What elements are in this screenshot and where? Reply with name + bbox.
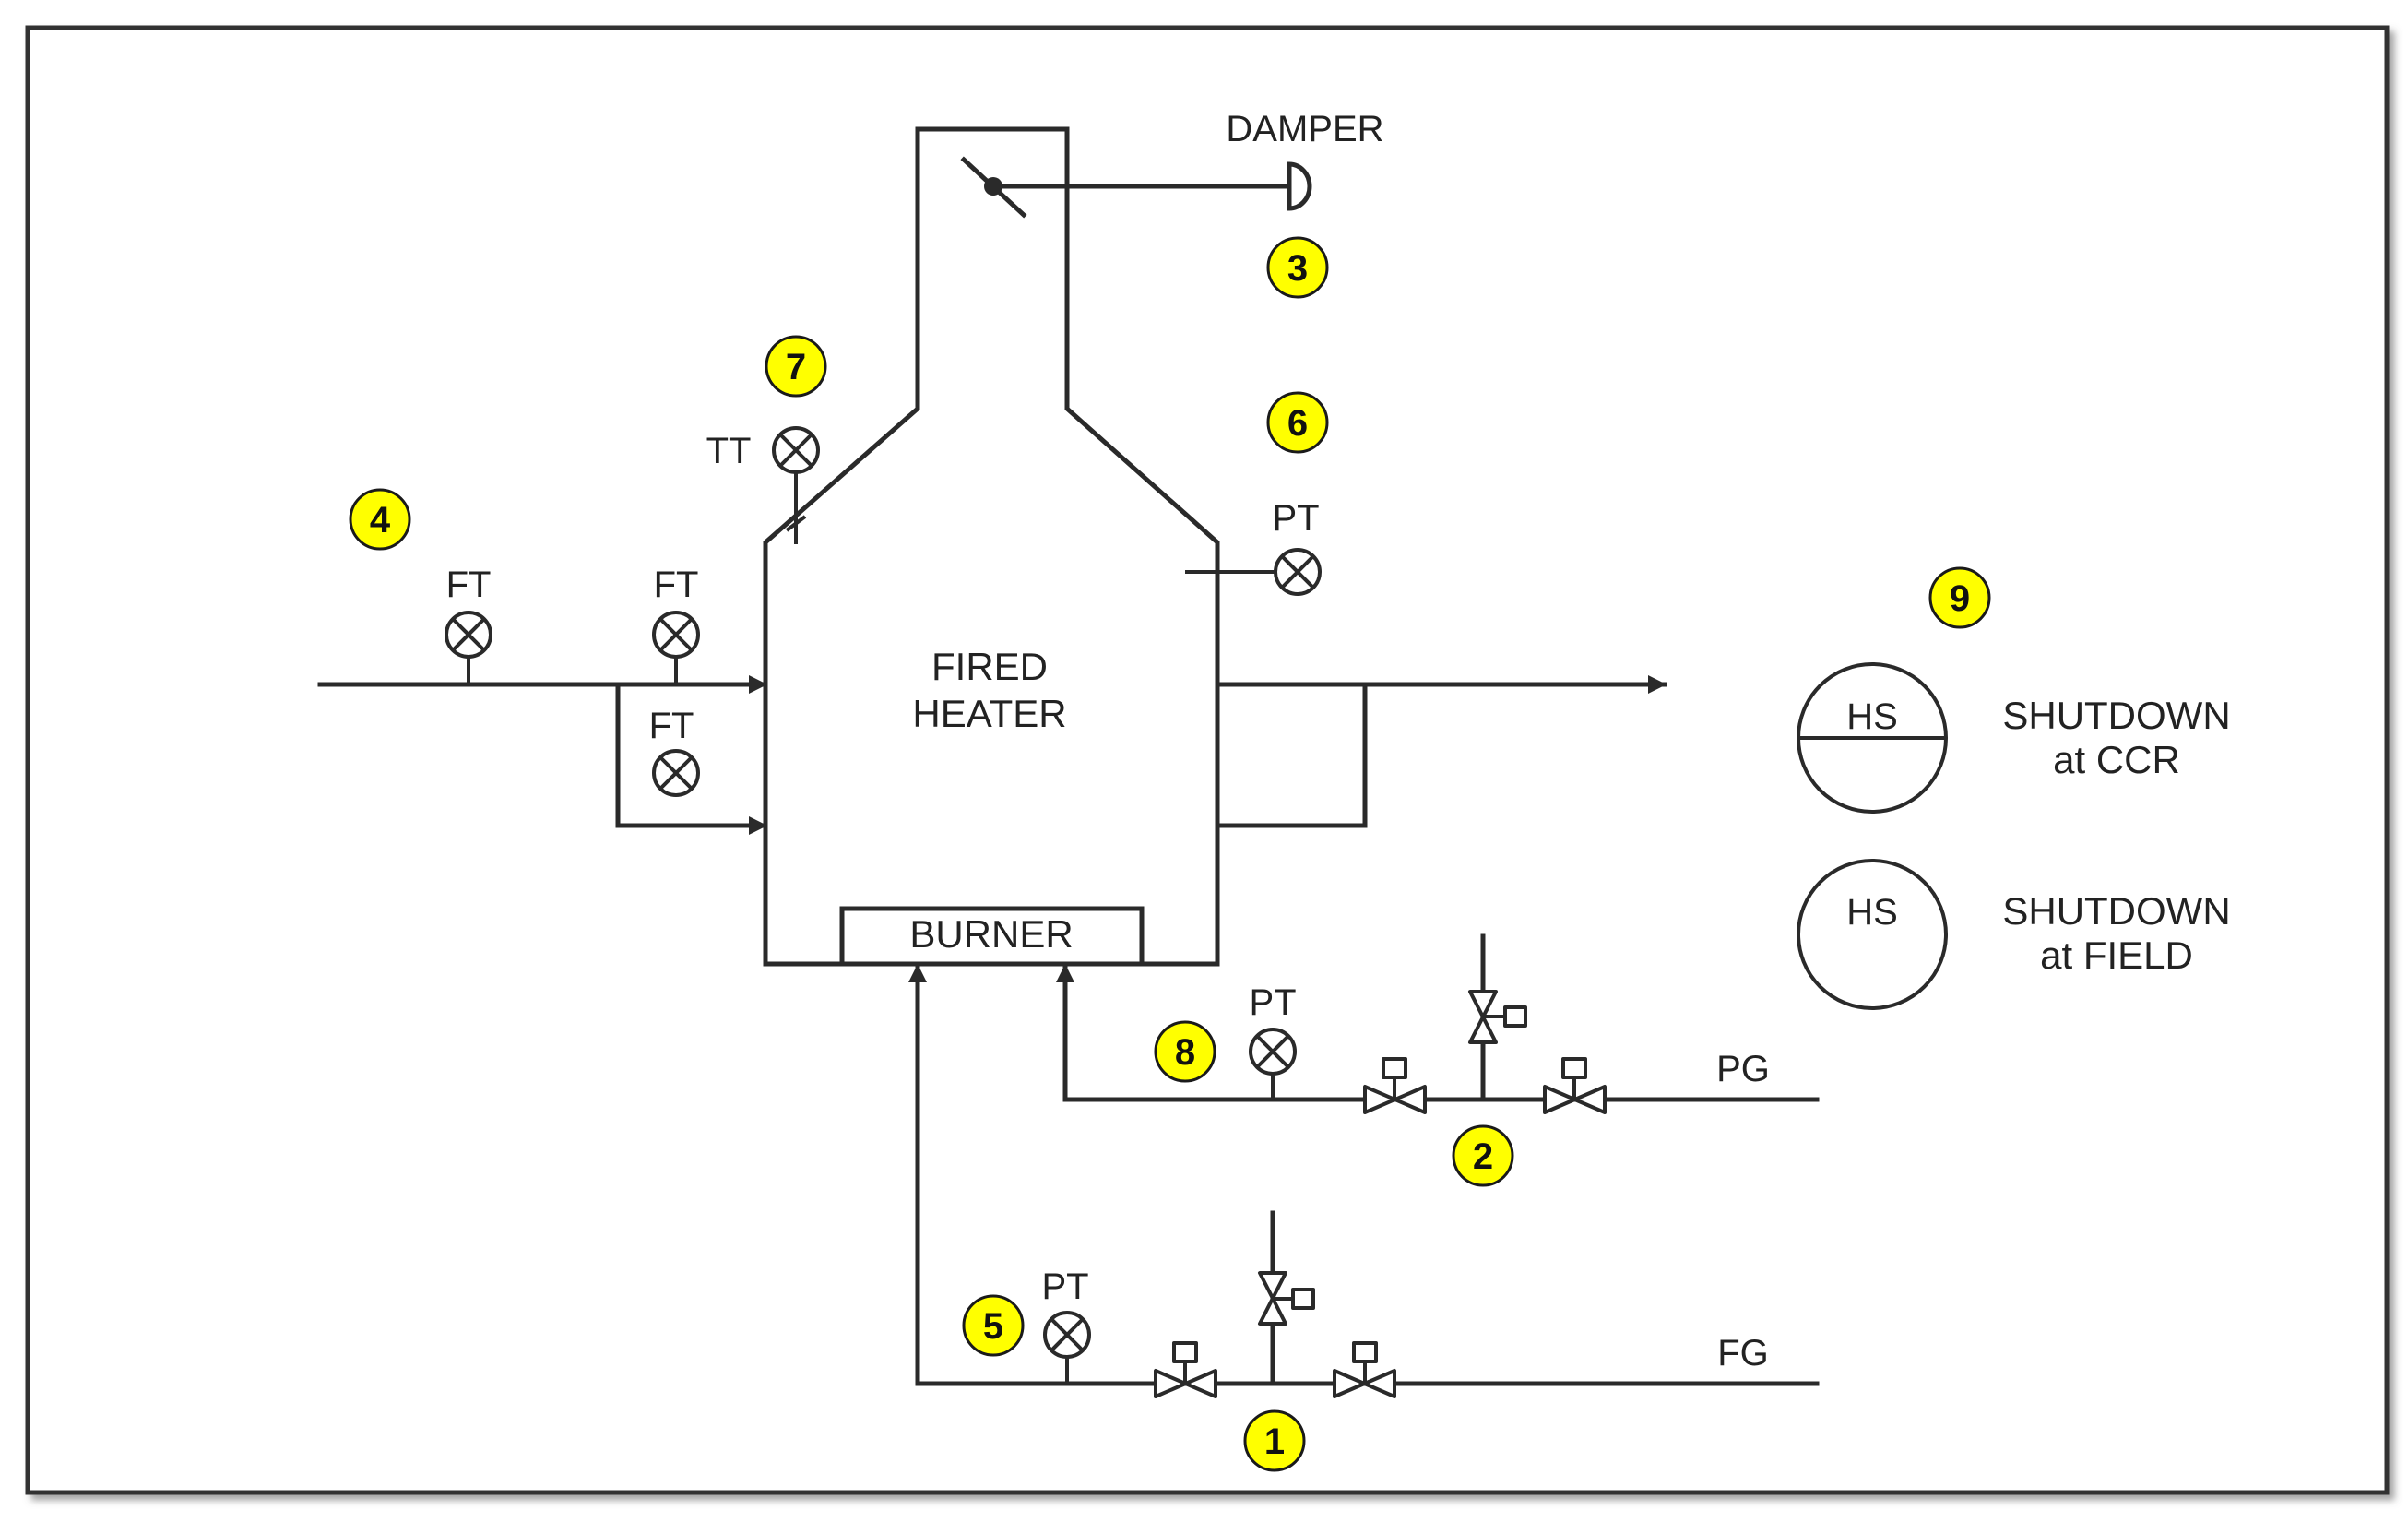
burner-box xyxy=(839,906,1145,967)
hs-field-label-line1: SHUTDOWN xyxy=(2002,889,2230,933)
hs-shutdown-field: HS SHUTDOWN at FIELD xyxy=(1797,859,2231,1010)
hs-ccr-tag: HS xyxy=(1846,696,1898,737)
badge-3: 3 xyxy=(1266,236,1329,299)
ft-inlet-1-label: FT xyxy=(446,565,492,605)
svg-text:9: 9 xyxy=(1950,578,1970,619)
badge-7: 7 xyxy=(765,335,827,398)
ft-inlet-2: FT xyxy=(652,565,700,684)
pt-pilot-gas-label: PT xyxy=(1249,982,1296,1023)
tt-stack-label: TT xyxy=(706,431,752,471)
pt-pilot-gas: PT xyxy=(1249,982,1297,1100)
pt-heater: PT xyxy=(1185,498,1322,596)
svg-text:8: 8 xyxy=(1175,1032,1195,1073)
badge-2: 2 xyxy=(1452,1124,1514,1187)
hs-field-tag: HS xyxy=(1846,892,1898,933)
pg-vent-valve xyxy=(1468,933,1527,1102)
pt-fuel-gas: PT xyxy=(1041,1266,1091,1384)
damper-actuator-icon xyxy=(1287,161,1312,211)
pg-valve-1 xyxy=(1363,1057,1427,1114)
heater-outlet-lines xyxy=(1215,675,1667,828)
tt-stack: TT xyxy=(706,426,820,544)
badge-8: 8 xyxy=(1154,1020,1216,1083)
ft-bypass-label: FT xyxy=(649,706,694,746)
svg-text:6: 6 xyxy=(1287,403,1308,444)
svg-text:3: 3 xyxy=(1287,248,1308,289)
badge-5: 5 xyxy=(962,1294,1025,1357)
heater-label-line2: HEATER xyxy=(912,692,1066,735)
svg-text:2: 2 xyxy=(1473,1136,1493,1177)
svg-text:5: 5 xyxy=(983,1306,1003,1347)
pt-heater-label: PT xyxy=(1272,498,1319,539)
svg-text:7: 7 xyxy=(786,347,806,387)
pilot-gas-label: PG xyxy=(1716,1049,1770,1089)
hs-ccr-label-line1: SHUTDOWN xyxy=(2002,694,2230,737)
fg-valve-1 xyxy=(1154,1341,1217,1398)
ft-bypass: FT xyxy=(649,706,700,797)
hs-ccr-label-line2: at CCR xyxy=(2053,738,2180,781)
fuel-gas-label: FG xyxy=(1717,1333,1769,1373)
fg-vent-valve xyxy=(1258,1210,1315,1386)
pilot-gas-line: PG xyxy=(1056,963,1820,1102)
pt-fuel-gas-label: PT xyxy=(1041,1266,1088,1307)
frame-border xyxy=(25,25,2390,1495)
badge-1: 1 xyxy=(1243,1409,1306,1472)
hs-field-label-line2: at FIELD xyxy=(2040,933,2193,977)
hs-shutdown-ccr: HS SHUTDOWN at CCR xyxy=(1797,662,2231,814)
ft-inlet-2-label: FT xyxy=(654,565,699,605)
heater-label-line1: FIRED xyxy=(931,645,1048,688)
badge-9: 9 xyxy=(1928,566,1991,629)
damper: DAMPER xyxy=(960,109,1384,219)
damper-label: DAMPER xyxy=(1226,109,1383,149)
svg-text:1: 1 xyxy=(1264,1421,1285,1462)
pg-valve-2 xyxy=(1543,1057,1607,1114)
badge-6: 6 xyxy=(1266,391,1329,454)
svg-text:4: 4 xyxy=(370,500,391,541)
ft-inlet-1: FT xyxy=(445,565,492,684)
fg-valve-2 xyxy=(1333,1341,1396,1398)
feed-inlet-lines xyxy=(317,675,768,835)
badge-4: 4 xyxy=(349,488,411,551)
burner-label: BURNER xyxy=(909,912,1073,956)
